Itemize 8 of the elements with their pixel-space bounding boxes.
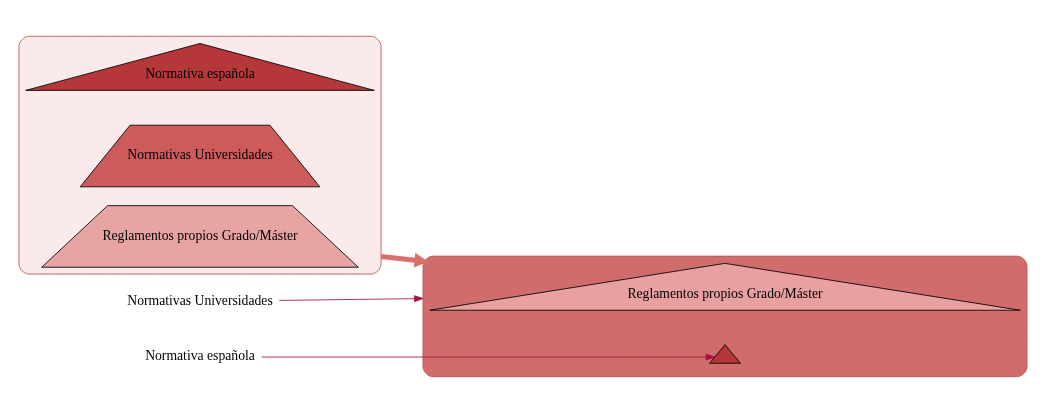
arrow <box>278 294 424 302</box>
cluster <box>18 35 382 274</box>
arrow <box>261 353 716 360</box>
cluster <box>422 255 1028 377</box>
node-text: Normativas Universidades <box>127 292 273 308</box>
node-triangle <box>709 343 741 364</box>
arrow <box>380 252 429 268</box>
node-text: Normativa española <box>145 347 255 363</box>
